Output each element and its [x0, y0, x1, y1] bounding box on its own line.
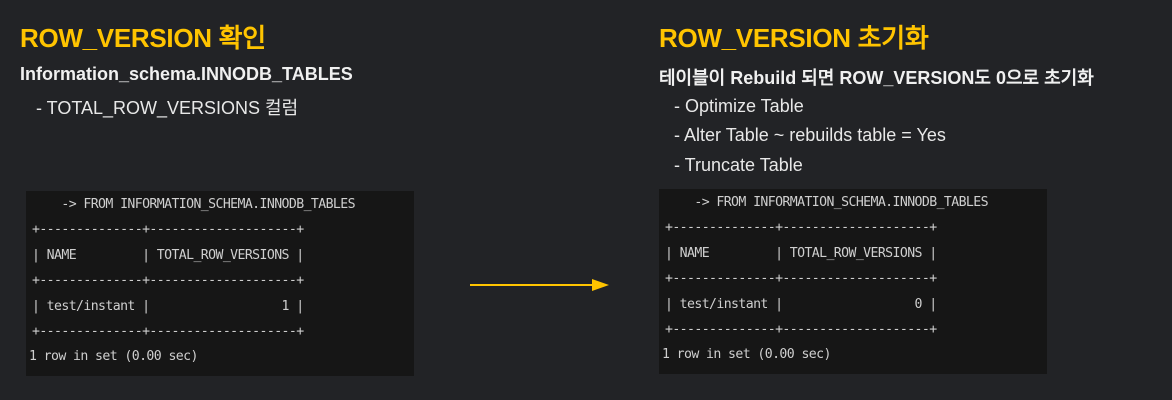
- arrow-right-icon: [470, 279, 609, 291]
- right-terminal-output: -> FROM INFORMATION_SCHEMA.INNODB_TABLES…: [659, 189, 1047, 374]
- terminal-line: -> FROM INFORMATION_SCHEMA.INNODB_TABLES: [32, 197, 355, 212]
- terminal-line: +--------------+--------------------+: [665, 271, 937, 286]
- terminal-line: | NAME | TOTAL_ROW_VERSIONS |: [665, 246, 937, 261]
- left-terminal-output: -> FROM INFORMATION_SCHEMA.INNODB_TABLES…: [26, 191, 414, 376]
- terminal-line: -> FROM INFORMATION_SCHEMA.INNODB_TABLES: [665, 195, 988, 210]
- terminal-line: | test/instant | 0 |: [665, 297, 937, 312]
- left-bullet: - TOTAL_ROW_VERSIONS 컬럼: [36, 98, 299, 118]
- terminal-line: | test/instant | 1 |: [32, 299, 304, 314]
- terminal-line: | NAME | TOTAL_ROW_VERSIONS |: [32, 248, 304, 263]
- terminal-line: 1 row in set (0.00 sec): [29, 349, 198, 364]
- left-title: ROW_VERSION 확인: [20, 23, 266, 53]
- right-title: ROW_VERSION 초기화: [659, 23, 929, 53]
- terminal-line: +--------------+--------------------+: [665, 220, 937, 235]
- terminal-line: +--------------+--------------------+: [32, 273, 304, 288]
- right-bullet: - Alter Table ~ rebuilds table = Yes: [674, 125, 946, 145]
- terminal-line: +--------------+--------------------+: [665, 322, 937, 337]
- terminal-line: 1 row in set (0.00 sec): [662, 347, 831, 362]
- terminal-line: +--------------+--------------------+: [32, 222, 304, 237]
- left-subtitle: Information_schema.INNODB_TABLES: [20, 64, 353, 84]
- right-bullet: - Truncate Table: [674, 155, 803, 175]
- right-subtitle: 테이블이 Rebuild 되면 ROW_VERSION도 0으로 초기화: [659, 68, 1094, 88]
- right-bullet: - Optimize Table: [674, 96, 804, 116]
- terminal-line: +--------------+--------------------+: [32, 324, 304, 339]
